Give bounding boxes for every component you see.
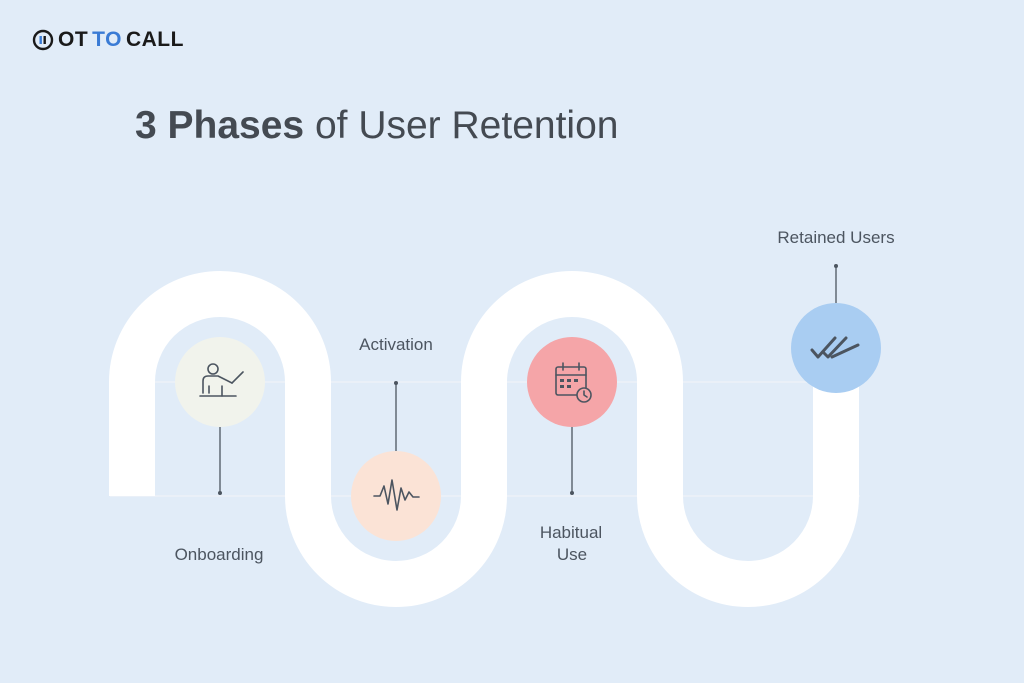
brand-name-part3: CALL (125, 28, 184, 51)
presenter-icon (199, 363, 244, 397)
phase-habitual-use: Habitual Use (527, 337, 617, 564)
habitual-label-line1: Habitual (540, 523, 602, 542)
phase-retained-users: Retained Users (777, 228, 895, 393)
brand-name-part1: OT (58, 28, 89, 51)
phase-activation: Activation (351, 335, 441, 541)
serpentine-path (109, 271, 859, 607)
onboarding-circle (175, 337, 265, 427)
phase-onboarding: Onboarding (175, 337, 265, 564)
title-rest: of User Retention (304, 104, 619, 147)
onboarding-label: Onboarding (175, 545, 264, 564)
logo-icon (32, 29, 54, 51)
retained-dot (834, 264, 838, 268)
pulse-wave-icon (373, 479, 420, 511)
habitual-circle (527, 337, 617, 427)
title-bold: 3 Phases (135, 104, 305, 147)
habitual-label-line2: Use (557, 545, 587, 564)
onboarding-dot (218, 491, 222, 495)
retained-label: Retained Users (777, 228, 894, 247)
activation-label: Activation (359, 335, 433, 354)
page-title: 3 Phases of User Retention (135, 104, 618, 148)
brand-name-part2: TO (92, 28, 122, 51)
double-check-icon (810, 336, 860, 359)
activation-dot (394, 381, 398, 385)
calendar-clock-icon (555, 362, 592, 403)
habitual-dot (570, 491, 574, 495)
activation-circle (351, 451, 441, 541)
